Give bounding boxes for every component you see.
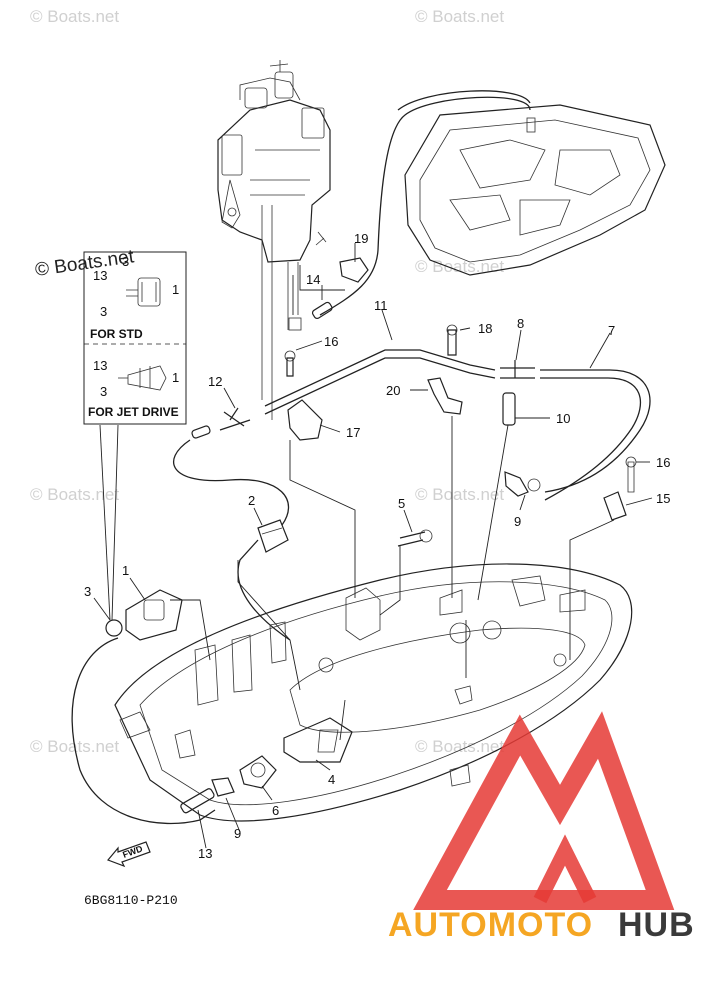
callout-17: 17 [346, 425, 360, 440]
watermark-text: © Boats.net [30, 485, 119, 504]
hose-11 [264, 349, 496, 407]
watermark-text: © Boats.net [415, 485, 504, 504]
callout-16: 16 [324, 334, 338, 349]
callout-2: 2 [248, 493, 255, 508]
watermark-text: © Boats.net [30, 7, 119, 26]
inset-callout: 13 [93, 268, 107, 283]
leader-lines [93, 243, 653, 849]
power-head [217, 60, 331, 420]
callout-8: 8 [517, 316, 524, 331]
fwd-arrow-icon: FWD [106, 841, 151, 868]
callout-labels: 1 2 3 4 5 6 7 8 9 9 10 11 12 13 14 15 16… [84, 231, 670, 861]
inset-callout: 3 [100, 304, 107, 319]
callout-7: 7 [608, 323, 615, 338]
brand-name-part1: AUTOMOTO [388, 906, 593, 944]
watermark-layer: © Boats.net © Boats.net © Boats.net © Bo… [30, 7, 504, 756]
inset-callout: 3 [100, 384, 107, 399]
brand-logo [413, 711, 675, 910]
callout-9: 9 [234, 826, 241, 841]
watermark-text: © Boats.net [415, 737, 504, 756]
callout-4: 4 [328, 772, 335, 787]
callout-20: 20 [386, 383, 400, 398]
top-cowling [404, 104, 666, 276]
bottom-cowling [114, 563, 633, 822]
callout-10: 10 [556, 411, 570, 426]
inset-callout: 1 [172, 282, 179, 297]
inset-box [83, 251, 187, 425]
callout-3: 3 [84, 584, 91, 599]
callout-16: 16 [656, 455, 670, 470]
inset-jet-label: FOR JET DRIVE [88, 405, 179, 419]
watermark-main: © Boats.net [34, 246, 136, 281]
grommet-2 [257, 519, 289, 553]
callout-1: 1 [122, 563, 129, 578]
callout-19: 19 [354, 231, 368, 246]
clip-19 [339, 257, 369, 283]
inset-callout: 1 [172, 370, 179, 385]
inset-callout: 3 [122, 254, 129, 269]
callout-12: 12 [208, 374, 222, 389]
watermark-text: © Boats.net [415, 7, 504, 26]
callout-13: 13 [198, 846, 212, 861]
callout-9: 9 [514, 514, 521, 529]
brand-name-part2: HUB [618, 906, 695, 944]
inset-callout: 13 [93, 358, 107, 373]
callout-18: 18 [478, 321, 492, 336]
inset-std-label: FOR STD [90, 327, 143, 341]
callout-15: 15 [656, 491, 670, 506]
watermark-text: © Boats.net [415, 257, 504, 276]
callout-11: 11 [374, 298, 388, 313]
callout-14: 14 [306, 272, 320, 287]
diagram-reference: 6BG8110-P210 [84, 893, 178, 908]
callout-5: 5 [398, 496, 405, 511]
callout-6: 6 [272, 803, 279, 818]
